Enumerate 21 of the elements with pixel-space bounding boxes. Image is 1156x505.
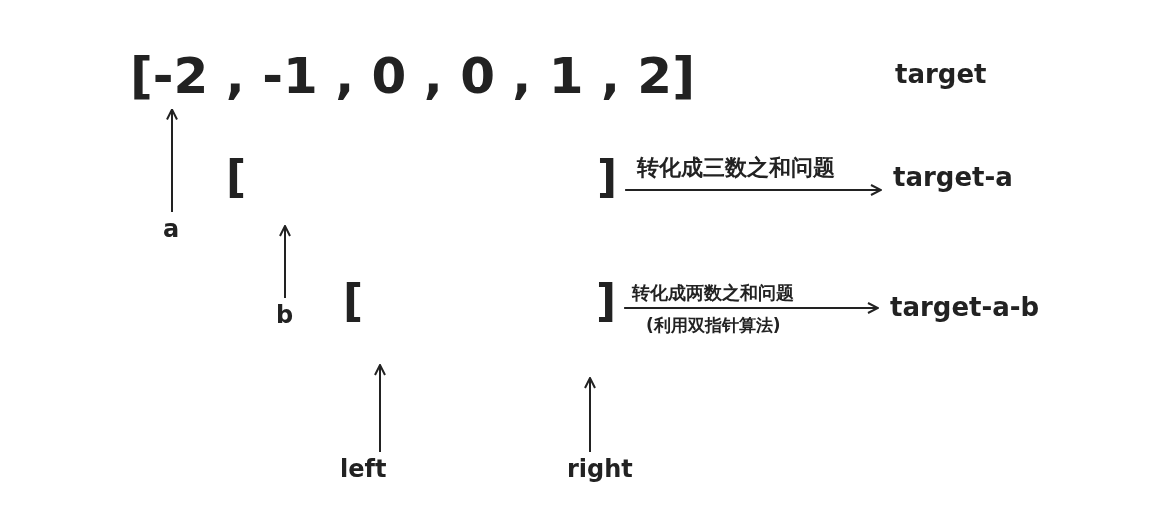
pointer-label: b: [276, 302, 294, 330]
arrow: [584, 377, 596, 453]
bracket: [: [226, 152, 247, 203]
edge-label: 转化成三数之和问题: [637, 154, 836, 182]
bracket: [: [343, 276, 364, 327]
target-text: target-a: [893, 163, 1013, 193]
edge-label: 转化成两数之和问题: [632, 281, 795, 305]
note-text: (利用双指针算法): [646, 316, 781, 336]
arrow: [624, 184, 882, 196]
target-text: target: [895, 60, 987, 90]
arrow: [166, 108, 178, 213]
arrow: [623, 302, 879, 314]
bracket: ]: [596, 276, 617, 327]
pointer-label: right: [567, 456, 633, 484]
pointer-label: a: [163, 216, 180, 244]
arrow: [374, 364, 386, 453]
bracket: ]: [597, 152, 618, 203]
pointer-label: left: [340, 456, 387, 484]
array-text: [-2 , -1 , 0 , 0 , 1 , 2]: [130, 48, 695, 106]
arrow: [279, 225, 291, 299]
target-text: target-a-b: [890, 293, 1040, 323]
